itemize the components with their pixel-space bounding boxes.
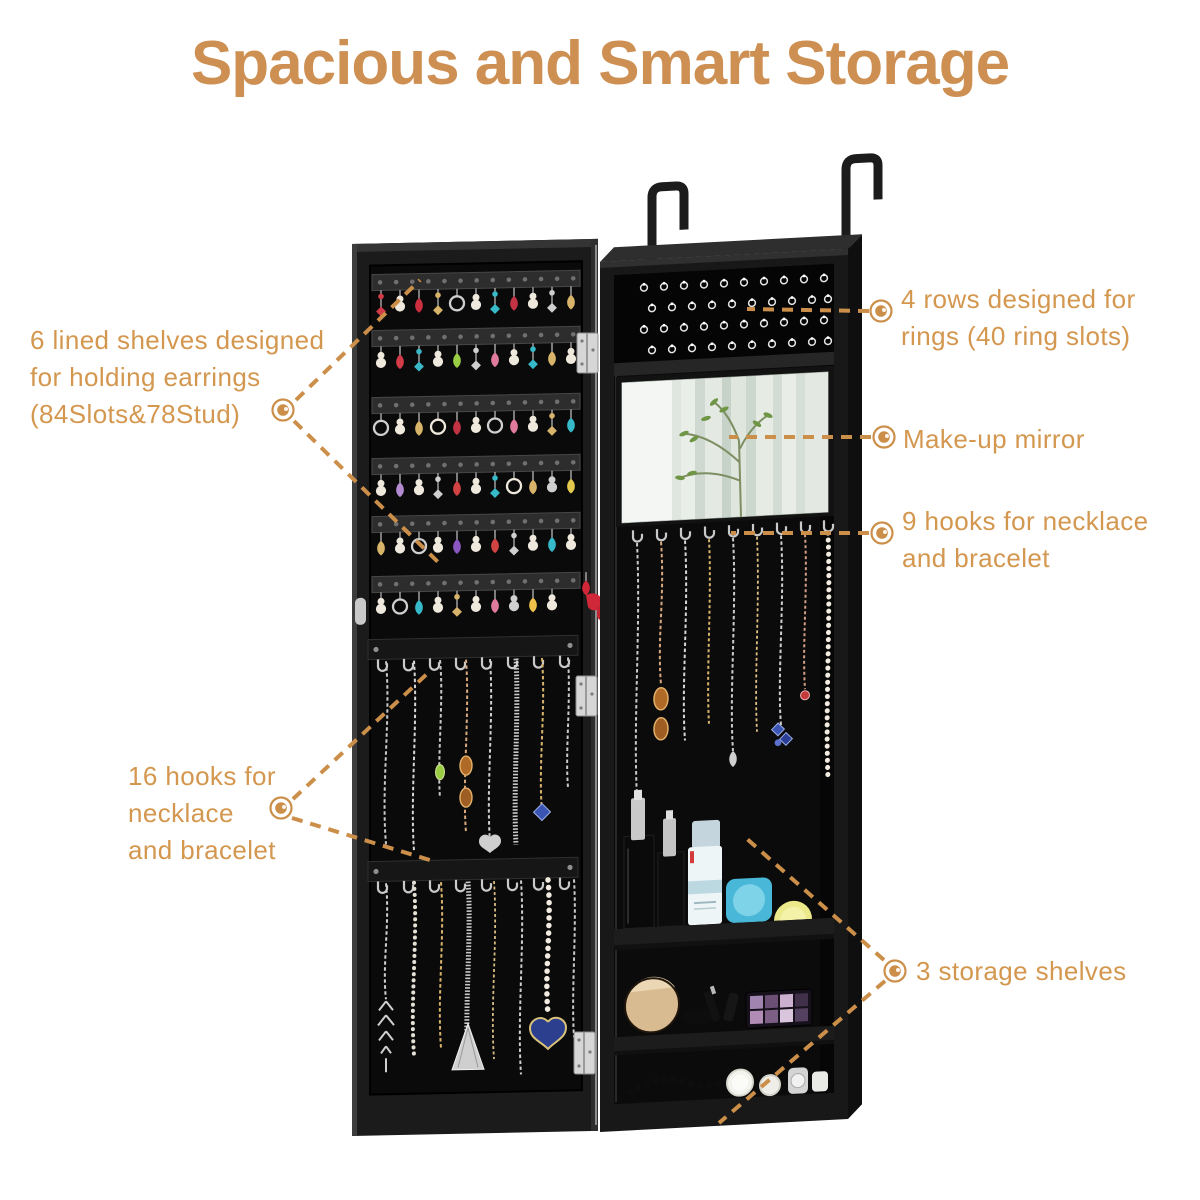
callout-line: rings (40 ring slots): [901, 321, 1131, 351]
callout-line: 16 hooks for: [128, 761, 276, 791]
callout-marker-icon: [271, 398, 295, 422]
necklace-hook-bar-1: [367, 634, 579, 673]
callout-line: and bracelet: [902, 543, 1050, 573]
over-door-hook-right: [841, 153, 883, 288]
hinge-top: [576, 332, 599, 374]
callout-line: necklace: [128, 798, 234, 828]
callout-marker-icon: [872, 425, 896, 449]
earring-bar-1: [371, 269, 581, 292]
callout-marker-icon: [869, 299, 893, 323]
callout-markers: [269, 299, 907, 983]
eyeshadow-palette: [745, 988, 813, 1029]
right-cabinet-panel: [600, 153, 883, 1132]
door-latch: [355, 597, 366, 625]
leader-rings: [746, 307, 870, 313]
leader-earrings-down: [292, 419, 440, 564]
necklace-hook-bar-2: [367, 856, 579, 895]
callout-line: 6 lined shelves designed: [30, 325, 325, 355]
necklaces-lower: [377, 877, 576, 1075]
storage-shelf-1-cosmetics: [614, 789, 834, 951]
cabinet-top-face: [600, 234, 862, 262]
hinge-bottom: [573, 1031, 596, 1075]
cabinet-side-face: [848, 234, 862, 1120]
leader-hooks16-up: [291, 671, 430, 801]
cabinet-necklaces: [634, 530, 832, 799]
callout-line: 4 rows designed for: [901, 284, 1136, 314]
callout-line: 9 hooks for necklace: [902, 506, 1149, 536]
storage-shelf-3-watches: [626, 1067, 828, 1097]
page-title: Spacious and Smart Storage: [190, 29, 1010, 98]
callout-hooks-16: 16 hooks for necklace and bracelet: [128, 758, 276, 869]
storage-shelf-2-makeup: [614, 976, 834, 1056]
leader-earrings-up: [294, 278, 422, 402]
callout-line: Make-up mirror: [903, 424, 1085, 454]
callout-marker-icon: [870, 521, 894, 545]
callout-marker-icon: [883, 959, 907, 983]
ring-storage-rows: [614, 263, 834, 377]
leader-shelves-up: [744, 836, 886, 962]
hinges: [573, 332, 599, 1075]
earring-bar-5: [371, 511, 581, 534]
callout-earring-shelves: 6 lined shelves designed for holding ear…: [30, 322, 324, 433]
hinge-middle: [575, 675, 598, 717]
callout-line: for holding earrings: [30, 362, 261, 392]
callout-line: and bracelet: [128, 835, 276, 865]
callout-storage-shelves: 3 storage shelves: [916, 953, 1127, 990]
over-door-hook-left: [647, 181, 689, 298]
leader-lines: [291, 278, 887, 1125]
red-petal-earring: [586, 593, 602, 611]
mirror-plant-leaves: [675, 398, 773, 481]
callout-line: (84Slots&78Stud): [30, 399, 241, 429]
leader-hooks16-down: [291, 816, 434, 863]
left-door-panel: [352, 238, 612, 1136]
makeup-mirror: [616, 365, 834, 528]
callout-ring-rows: 4 rows designed for rings (40 ring slots…: [901, 281, 1136, 355]
callout-marker-icon: [269, 796, 293, 820]
callout-line: 3 storage shelves: [916, 956, 1127, 986]
earring-bar-6: [371, 571, 581, 594]
callout-hooks-9: 9 hooks for necklace and bracelet: [902, 503, 1148, 577]
callout-makeup-mirror: Make-up mirror: [903, 421, 1085, 458]
necklaces-upper: [383, 657, 570, 854]
